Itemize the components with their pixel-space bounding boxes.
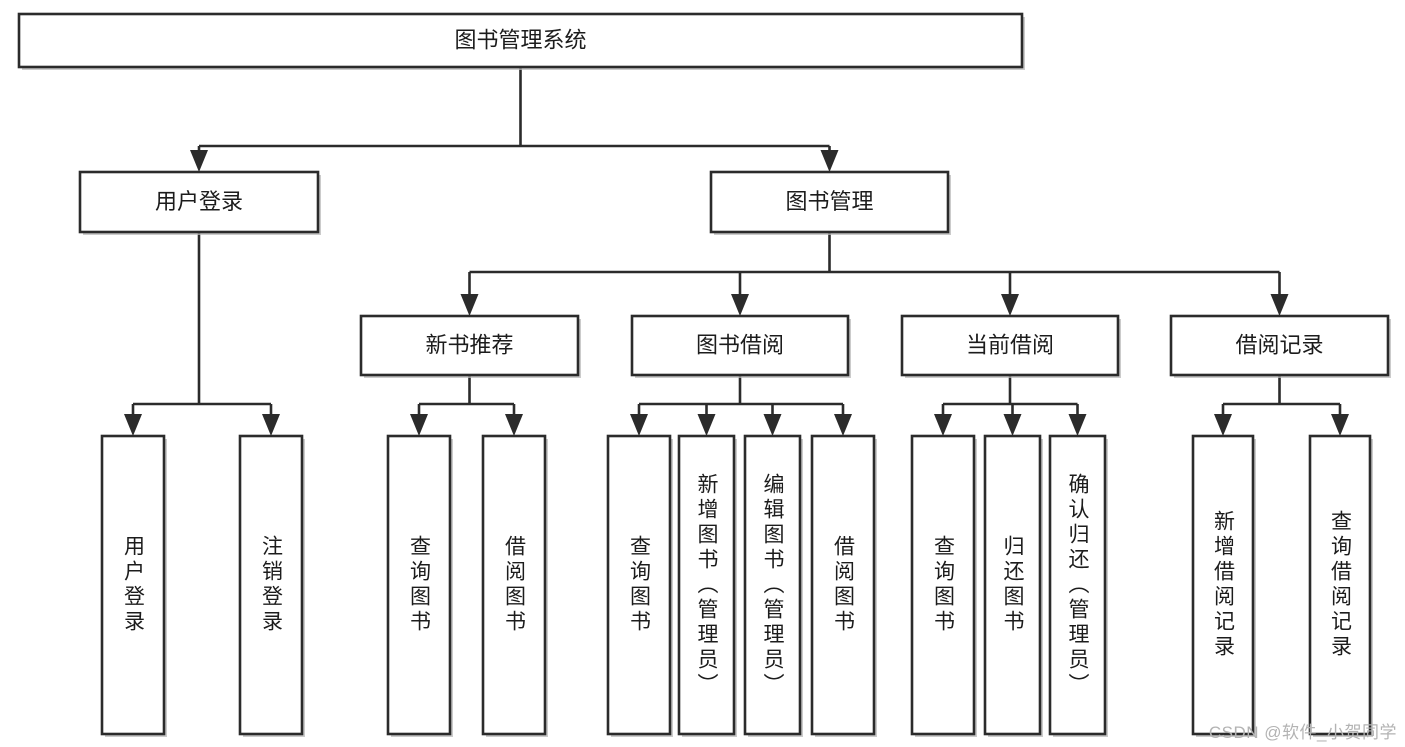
arrow-head-icon (505, 414, 523, 436)
node-root[interactable] (17, 12, 1024, 69)
watermark: CSDN @软件_小贺同学 (1208, 723, 1397, 742)
node-l3-0[interactable] (359, 314, 580, 377)
node-root-label: 图书管理系统 (454, 27, 586, 52)
node-l2-0[interactable] (78, 170, 320, 234)
arrow-head-icon (820, 150, 839, 172)
node-l3-3-label: 借阅记录 (1235, 332, 1323, 357)
arrow-head-icon (1003, 414, 1022, 436)
arrow-head-icon (934, 414, 952, 436)
node-l3-2[interactable] (900, 314, 1120, 377)
node-l3-3[interactable] (1169, 314, 1390, 377)
arrow-head-icon (460, 294, 479, 316)
node-leaf-1[interactable] (238, 434, 304, 736)
arrow-head-icon (1214, 414, 1232, 436)
arrow-head-icon (630, 414, 648, 436)
arrow-head-icon (1068, 414, 1087, 436)
node-leaf-3[interactable] (481, 434, 547, 736)
connector-layer (124, 67, 1349, 436)
node-l3-2-label: 当前借阅 (966, 332, 1054, 357)
arrow-head-icon (731, 294, 749, 316)
node-l2-1[interactable] (709, 170, 950, 234)
node-l3-1[interactable] (630, 314, 850, 377)
node-leaf-12[interactable] (1308, 434, 1372, 736)
node-leaf-8[interactable] (910, 434, 976, 736)
node-l2-1-label: 图书管理 (785, 189, 873, 214)
node-l3-0-label: 新书推荐 (425, 332, 513, 357)
node-leaf-11[interactable] (1191, 434, 1255, 736)
node-l3-1-label: 图书借阅 (696, 332, 784, 357)
arrow-head-icon (1270, 294, 1289, 316)
node-leaf-7[interactable] (810, 434, 876, 736)
arrow-head-icon (410, 414, 428, 436)
node-leaf-6[interactable] (743, 434, 802, 736)
arrow-head-icon (1331, 414, 1349, 436)
arrow-head-icon (262, 414, 280, 436)
arrow-head-icon (834, 414, 852, 436)
arrow-head-icon (763, 414, 782, 436)
arrow-head-icon (697, 414, 716, 436)
node-leaf-5[interactable] (677, 434, 736, 736)
node-leaf-0[interactable] (100, 434, 166, 736)
arrow-head-icon (1001, 294, 1019, 316)
node-leaf-4[interactable] (606, 434, 672, 736)
node-leaf-2[interactable] (386, 434, 452, 736)
arrow-head-icon (124, 414, 142, 436)
node-leaf-9[interactable] (983, 434, 1042, 736)
node-leaf-10[interactable] (1048, 434, 1107, 736)
node-l2-0-label: 用户登录 (155, 189, 243, 214)
arrow-head-icon (190, 150, 208, 172)
